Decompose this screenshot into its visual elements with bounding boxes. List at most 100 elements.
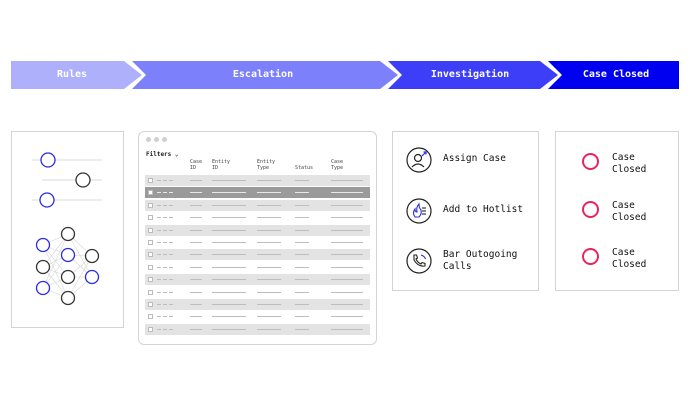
row-cell-placeholder [212,279,246,281]
row-cell-placeholder [295,229,309,231]
closed-label: Case Closed [612,247,647,270]
row-cell-placeholder [331,291,363,293]
table-row[interactable] [145,224,370,236]
row-cell-placeholder [331,266,363,268]
row-cell-placeholder [257,229,281,231]
row-cell-placeholder [257,279,281,281]
row-placeholder-dash [169,242,173,243]
table-row[interactable] [145,274,370,286]
stage-label-rules: Rules [56,69,88,80]
closed-ring-icon [582,153,599,170]
stage-arrow-case-closed [548,61,679,89]
row-cell-placeholder [295,328,309,330]
row-cell-placeholder [212,304,246,305]
table-row[interactable] [145,212,370,224]
row-cell-placeholder [295,266,309,268]
row-placeholder-dash [163,279,167,281]
row-cell-placeholder [212,192,246,194]
row-cell-placeholder [190,316,202,318]
row-cell-placeholder [331,254,363,256]
row-checkbox[interactable] [148,289,153,295]
row-checkbox[interactable] [148,277,153,283]
row-checkbox[interactable] [148,190,153,196]
stage-arrow-escalation [132,61,398,89]
table-row[interactable] [145,249,370,261]
row-checkbox[interactable] [148,264,153,270]
stage-label-case-closed: Case Closed [582,69,650,80]
row-cell-placeholder [190,192,202,194]
row-checkbox[interactable] [148,252,153,258]
rules-panel [11,131,124,328]
network-node-blue [35,237,51,253]
row-placeholder-dash [157,192,161,194]
row-cell-placeholder [295,304,309,305]
row-placeholder-dash [163,254,167,256]
row-cell-placeholder [257,328,281,330]
row-cell-placeholder [212,291,246,293]
row-placeholder-dash [157,242,161,243]
closed-label: Case Closed [612,152,647,175]
row-cell-placeholder [190,229,202,231]
column-header-entity-type: Entity Type [257,159,276,171]
assign-user-icon [406,147,432,173]
row-placeholder-dash [163,217,167,219]
table-row[interactable] [145,175,370,186]
row-cell-placeholder [295,192,309,194]
table-row[interactable] [145,237,370,248]
table-row[interactable] [145,323,370,335]
row-placeholder-dash [157,316,161,318]
network-edges [42,233,93,299]
row-cell-placeholder [190,217,202,219]
table-row[interactable] [145,199,370,211]
table-row[interactable] [145,187,370,199]
table-row[interactable] [145,299,370,310]
row-checkbox[interactable] [148,227,153,233]
column-header-entity-id: Entity ID [212,159,231,171]
investigation-actions-panel: Assign Case Add to Hotlist Bar Outogoing… [392,131,539,291]
row-placeholder-dash [163,316,167,318]
filters-label: Filters [146,151,172,158]
column-header-status: Status [295,165,314,171]
row-checkbox[interactable] [148,215,153,221]
row-checkbox[interactable] [148,202,153,208]
row-placeholder-dash [157,291,161,293]
stage-arrow-investigation [388,61,558,89]
row-checkbox[interactable] [148,314,153,320]
row-placeholder-dash [163,328,167,330]
table-row[interactable] [145,261,370,273]
column-header-case-type: Case Type [331,159,344,171]
row-checkbox[interactable] [148,178,153,183]
row-cell-placeholder [212,242,246,243]
window-dot [162,137,167,142]
row-cell-placeholder [331,229,363,231]
row-cell-placeholder [190,180,202,181]
row-cell-placeholder [257,192,281,194]
row-cell-placeholder [257,291,281,293]
table-row[interactable] [145,311,370,323]
row-placeholder-dash [169,254,173,256]
rule-node-dark [75,172,91,188]
phone-icon [406,248,432,274]
row-cell-placeholder [190,279,202,281]
filters-dropdown[interactable]: Filters ⌄ [146,151,179,158]
row-cell-placeholder [212,316,246,318]
case-closed-panel: Case Closed Case Closed Case Closed [555,131,679,291]
row-placeholder-dash [169,229,173,231]
row-cell-placeholder [295,180,309,181]
row-placeholder-dash [157,217,161,219]
row-checkbox[interactable] [148,326,153,332]
row-placeholder-dash [157,304,161,305]
row-cell-placeholder [331,242,363,243]
row-placeholder-dash [163,229,167,231]
row-checkbox[interactable] [148,302,153,307]
row-checkbox[interactable] [148,240,153,245]
table-row[interactable] [145,286,370,298]
row-cell-placeholder [190,266,202,268]
row-cell-placeholder [331,192,363,194]
row-placeholder-dash [163,180,167,181]
row-cell-placeholder [212,180,246,181]
row-cell-placeholder [257,254,281,256]
stage-label-investigation: Investigation [430,69,510,80]
action-label: Assign Case [443,153,506,164]
